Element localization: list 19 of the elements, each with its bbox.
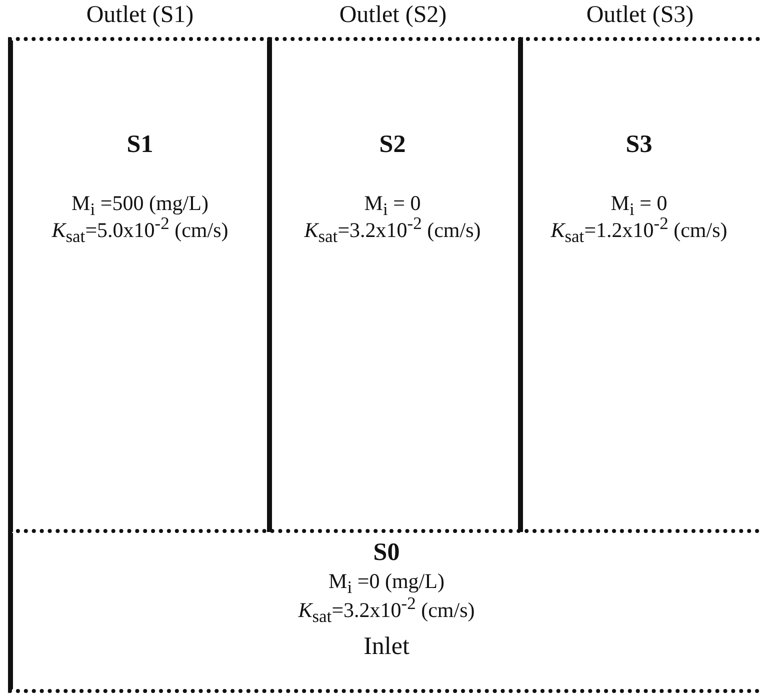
conductivity-text: K$_{sat}$=3.2x10$^{-2}$ (cm/s) [304,218,481,242]
zone-label: S1 [126,131,154,158]
soil-zone [267,37,523,532]
concentration-text: M$_{i}$ =500 (mg/L) [72,191,208,215]
soil-zone [8,37,272,532]
concentration-text: M$_{i}$ = 0 [364,191,421,215]
conductivity-text: K$_{sat}$=1.2x10$^{-2}$ (cm/s) [550,218,728,242]
outlet-label: Outlet (S3) [586,2,694,29]
concentration-text: M$_{i}$ = 0 [610,191,668,215]
zone-label: S2 [379,131,406,158]
soil-zone [8,529,760,693]
zone-label: S3 [626,131,652,158]
conductivity-text: K$_{sat}$=3.2x10$^{-2}$ (cm/s) [298,598,475,622]
outlet-label: Outlet (S2) [339,2,447,29]
zone-label: S0 [373,539,400,566]
conductivity-text: K$_{sat}$=5.0x10$^{-2}$ (cm/s) [52,218,228,242]
boundary-label: Inlet [364,633,410,660]
outlet-label: Outlet (S1) [86,2,194,29]
concentration-text: M$_{i}$ =0 (mg/L) [328,569,444,593]
